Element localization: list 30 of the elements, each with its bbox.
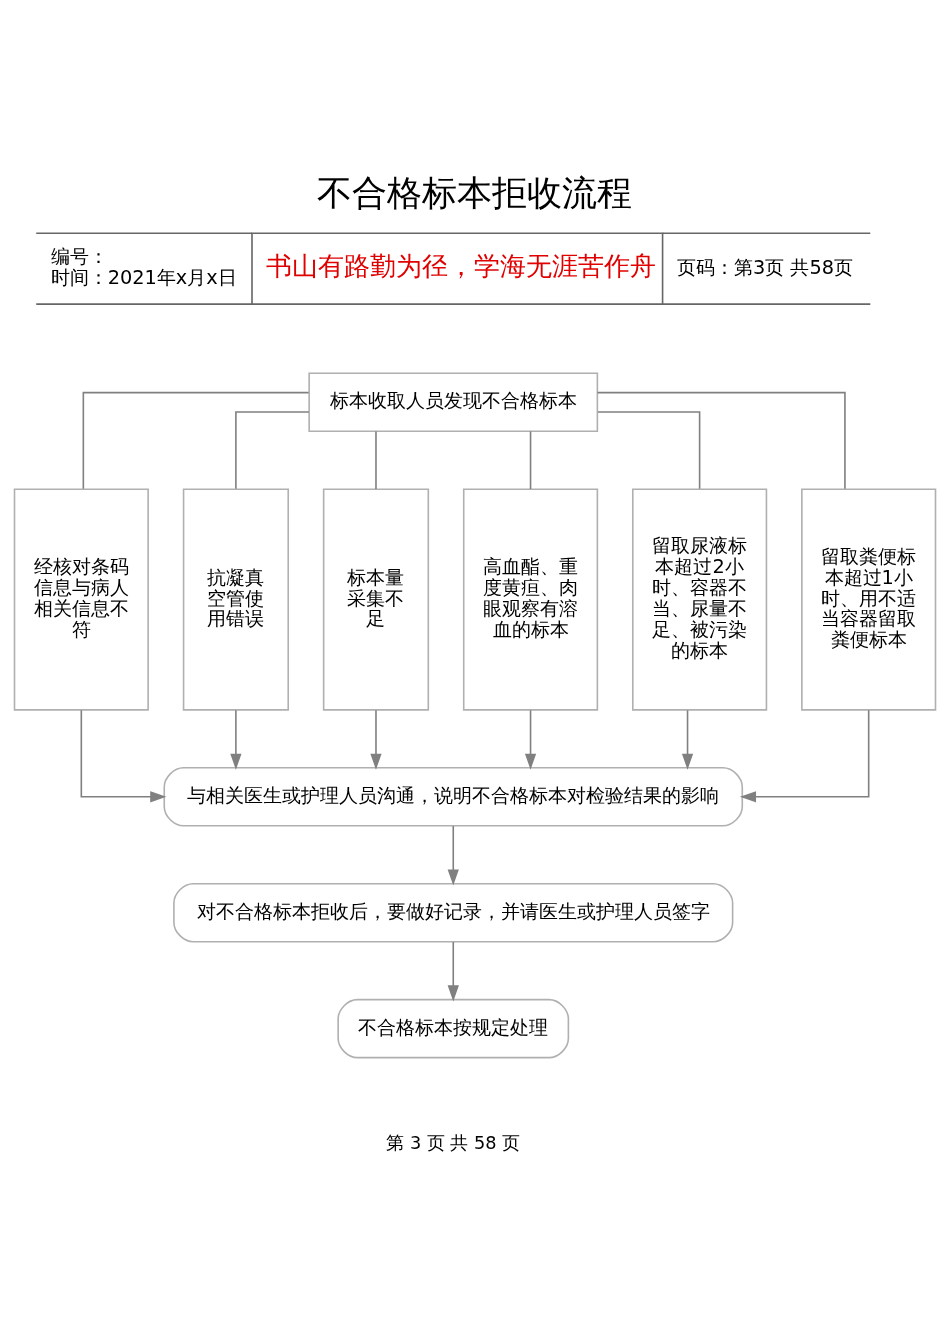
node-box: 高血酯、重度黄疸、肉眼观察有溶血的标本 xyxy=(462,488,599,711)
label: 第 3 页 共 58 页 xyxy=(386,1133,521,1154)
connector xyxy=(597,411,701,490)
node-box: 与相关医生或护理人员沟通，说明不合格标本对检验结果的影响 xyxy=(163,767,744,827)
arrow xyxy=(739,709,870,803)
label: 编号： xyxy=(50,245,108,269)
arrow xyxy=(230,709,242,770)
node-box: 标本量采集不足 xyxy=(322,488,430,711)
label: 时间：2021年x月x日 xyxy=(50,266,237,290)
connector xyxy=(375,430,377,490)
node-box: 抗凝真空管使用错误 xyxy=(182,488,290,711)
label: 书山有路勤为径，学海无涯苦作舟 xyxy=(266,250,657,281)
connector xyxy=(596,391,846,490)
connector xyxy=(235,411,310,490)
connector xyxy=(529,430,532,490)
arrow xyxy=(524,709,537,770)
node-box: 留取尿液标本超过2小时、容器不当、尿量不足、被污染的标本 xyxy=(632,488,768,711)
arrow xyxy=(447,941,459,1002)
node-box: 不合格标本按规定处理 xyxy=(337,998,570,1059)
arrow xyxy=(681,709,694,770)
connector xyxy=(82,391,310,490)
diagram-title: 不合格标本拒收流程 xyxy=(317,172,633,214)
node-box: 对不合格标本拒收后，要做好记录，并请医生或护理人员签字 xyxy=(173,882,734,943)
node-box: 标本收取人员发现不合格标本 xyxy=(308,372,599,433)
label: 页码：第3页 共58页 xyxy=(677,255,854,279)
node-box: 经核对条码信息与病人相关信息不符 xyxy=(13,488,149,711)
node-box: 留取粪便标本超过1小时、用不适当容器留取粪便标本 xyxy=(801,488,937,711)
arrow xyxy=(80,709,167,803)
arrow xyxy=(447,825,459,886)
arrow xyxy=(370,709,382,770)
